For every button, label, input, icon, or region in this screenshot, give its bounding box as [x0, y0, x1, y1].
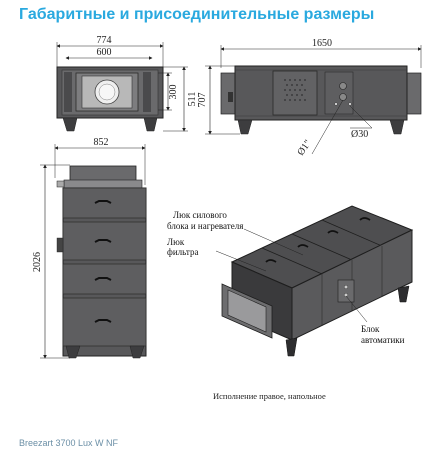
isometric-view: Люк силового блока и нагревателя Люк фил… — [167, 205, 414, 357]
footer-model: Breezart 3700 Lux W NF — [19, 438, 119, 448]
side-view: 1650 707 — [197, 38, 422, 158]
front-view: 774 600 300 511 — [56, 35, 198, 132]
dim-852: 852 — [94, 137, 109, 148]
vertical-view: 852 2026 — [32, 137, 147, 359]
caption: Исполнение правое, напольное — [213, 391, 326, 401]
dim-511: 511 — [187, 92, 198, 107]
label-automation-2: автоматики — [361, 335, 405, 345]
page-title: Габаритные и присоединительные размеры — [19, 6, 375, 23]
dim-300: 300 — [168, 85, 179, 100]
dim-600: 600 — [97, 47, 112, 58]
label-power-hatch-2: блока и нагревателя — [167, 221, 243, 231]
label-automation-1: Блок — [361, 324, 380, 334]
dim-pipe-1inch: Ø1" — [295, 138, 313, 158]
label-power-hatch-1: Люк силового — [173, 210, 227, 220]
dim-774: 774 — [97, 35, 112, 46]
label-filter-hatch-2: фильтра — [167, 247, 198, 257]
label-filter-hatch-1: Люк — [167, 237, 185, 247]
dim-1650: 1650 — [312, 38, 332, 49]
dim-diameter-30: Ø30 — [351, 129, 368, 140]
dim-707: 707 — [197, 93, 208, 108]
dim-2026: 2026 — [32, 252, 43, 272]
